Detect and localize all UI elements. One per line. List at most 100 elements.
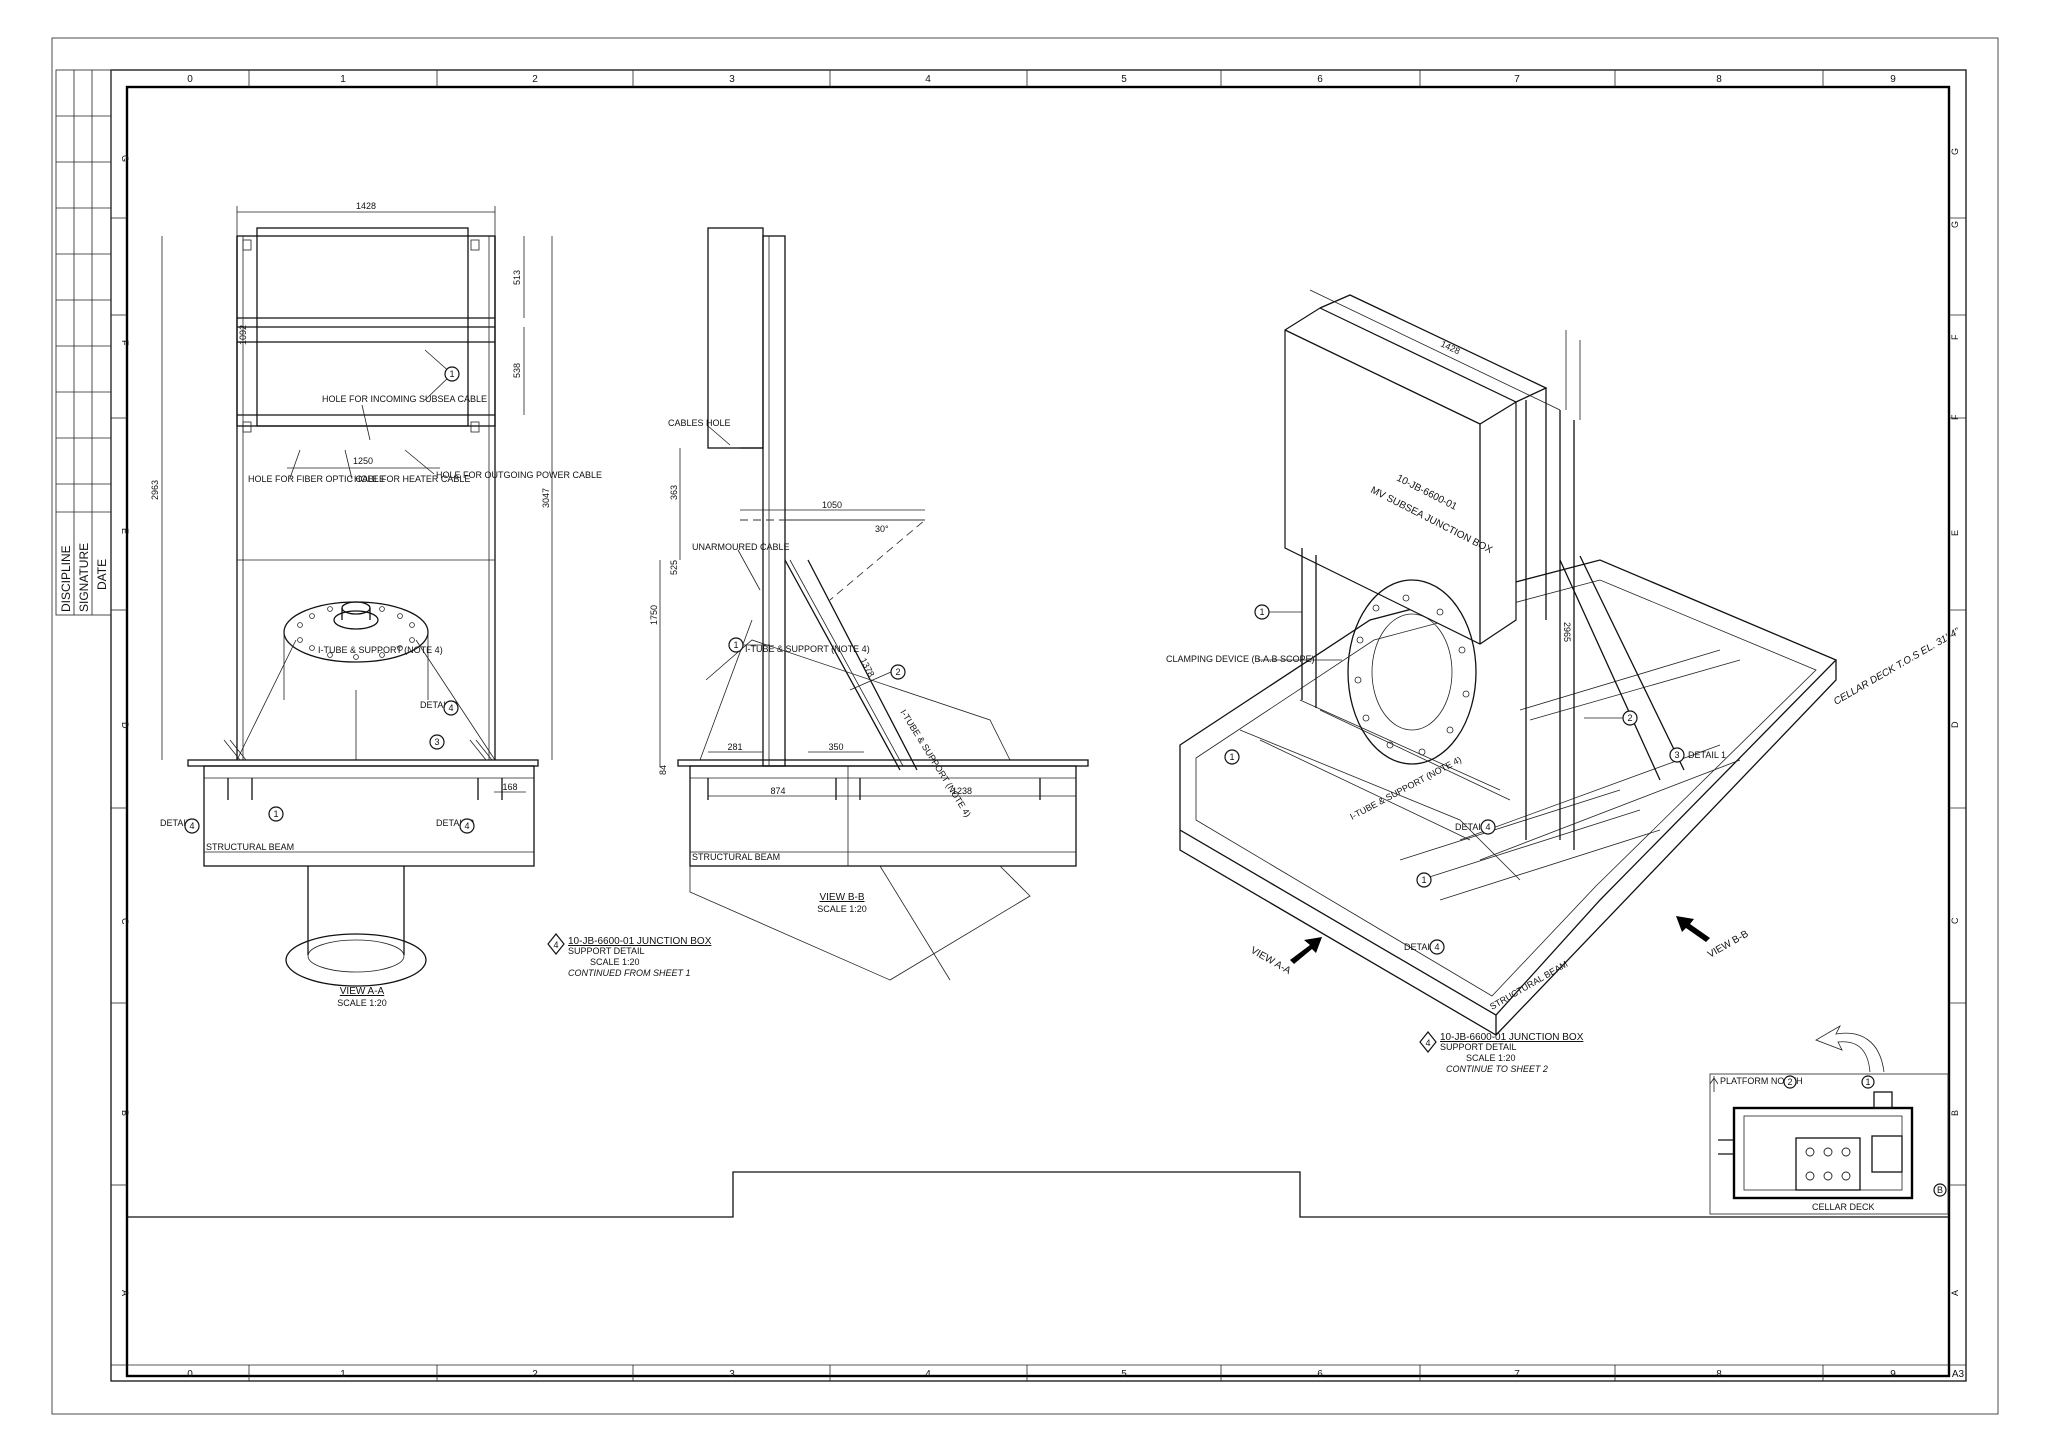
dim-angle: 30° <box>875 524 889 534</box>
grid-row-d: D <box>120 722 130 729</box>
balloon-1: 1 <box>1421 875 1426 885</box>
grid-col-7: 7 <box>1514 1369 1520 1380</box>
note-unarmoured: UNARMOURED CABLE <box>692 542 790 552</box>
dim-middle: 538 <box>512 363 522 378</box>
detail-number: 4 <box>553 940 558 950</box>
note-itube: I-TUBE & SUPPORT (NOTE 4) <box>898 708 973 819</box>
key-plan-north: PLATFORM NORTH <box>1720 1076 1803 1086</box>
grid-col-9: 9 <box>1890 74 1896 85</box>
column-labels-bottom: 0 1 2 3 4 5 6 7 8 9 A3 <box>187 1369 1964 1380</box>
view-b-title: VIEW B-B <box>819 892 864 903</box>
grid-col-6: 6 <box>1317 1369 1323 1380</box>
iso-note-clamping: CLAMPING DEVICE (B.A.B SCOPE) <box>1166 654 1315 664</box>
grid-col-5: 5 <box>1121 74 1127 85</box>
dim-base: 84 <box>658 765 668 775</box>
balloon-1: 1 <box>733 640 738 650</box>
grid-col-9: 9 <box>1890 1369 1896 1380</box>
note-heater: HOLE FOR HEATER CABLE <box>354 474 470 484</box>
balloon-4: 4 <box>464 821 469 831</box>
iso-note-detail2: DETAIL 2 <box>1404 942 1442 952</box>
note-incoming: HOLE FOR INCOMING SUBSEA CABLE <box>322 394 487 404</box>
dim-spacing: 1250 <box>353 456 373 466</box>
balloon-4: 4 <box>1434 942 1439 952</box>
iso-note-cellar: CELLAR DECK T.O.S EL. 31'-4" <box>1832 626 1962 707</box>
detail-subtitle: SUPPORT DETAIL <box>568 946 645 956</box>
column-labels-top: 0 1 2 3 4 5 6 7 8 9 <box>187 74 1896 85</box>
dim-top: 363 <box>669 485 679 500</box>
iso-note-detail1: DETAIL 1 <box>1688 750 1726 760</box>
note-cables-hole: CABLES HOLE <box>668 418 731 428</box>
detail-ref-left: 4 10-JB-6600-01 JUNCTION BOX SUPPORT DET… <box>547 933 712 978</box>
view-arrow-icon <box>1290 937 1322 964</box>
grid-row-e: E <box>1950 530 1960 536</box>
dim-left: 1092 <box>238 325 248 345</box>
grid-col-4: 4 <box>925 74 931 85</box>
sheet-size-label: A3 <box>1952 1369 1965 1380</box>
grid-row-g: G <box>1950 221 1960 228</box>
iso-note-detail2: DETAIL 2 <box>1455 822 1493 832</box>
balloon-4: 4 <box>1485 822 1490 832</box>
grid-row-b: B <box>120 1110 130 1116</box>
view-a-title: VIEW A-A <box>340 986 385 997</box>
balloon-1: 1 <box>1229 752 1234 762</box>
grid-col-2: 2 <box>532 74 538 85</box>
grid-row-a: A <box>120 1290 130 1296</box>
detail-scale: SCALE 1:20 <box>590 957 640 967</box>
iso-note-itube: I-TUBE & SUPPORT (NOTE 4) <box>1348 754 1463 821</box>
grid-col-3: 3 <box>729 1369 735 1380</box>
grid-col-0: 0 <box>187 1369 193 1380</box>
dim-height-total: 2963 <box>150 480 160 500</box>
detail-scale: SCALE 1:20 <box>1466 1053 1516 1063</box>
iso-view-b: VIEW B-B <box>1706 928 1751 960</box>
balloon-2: 2 <box>1627 713 1632 723</box>
north-arrow-icon <box>1709 1076 1719 1092</box>
grid-col-6: 6 <box>1317 74 1323 85</box>
note-fiber: HOLE FOR FIBER OPTIC CABLE <box>248 474 385 484</box>
grid-row-f: F <box>1950 334 1960 340</box>
note-detail: DETAIL 2 <box>420 700 458 710</box>
dim-mid: 525 <box>669 560 679 575</box>
detail-title: 10-JB-6600-01 JUNCTION BOX <box>1440 1032 1584 1043</box>
note-structural-beam: STRUCTURAL BEAM <box>692 852 780 862</box>
note-structural-beam: STRUCTURAL BEAM <box>206 842 294 852</box>
grid-col-7: 7 <box>1514 74 1520 85</box>
grid-row-f: F <box>120 340 130 346</box>
grid-row-c: C <box>120 918 130 925</box>
grid-row-g: G <box>1950 148 1960 155</box>
grid-row-f: F <box>1950 414 1960 420</box>
balloon-1: 1 <box>273 809 278 819</box>
detail-subtitle: SUPPORT DETAIL <box>1440 1042 1517 1052</box>
note-itube: I-TUBE & SUPPORT (NOTE 4) <box>318 645 443 655</box>
key-balloon-1: 1 <box>1865 1077 1870 1087</box>
grid-col-1: 1 <box>340 74 346 85</box>
grid-col-5: 5 <box>1121 1369 1127 1380</box>
balloon-2: 2 <box>895 667 900 677</box>
revision-block: DISCIPLINE SIGNATURE DATE <box>55 69 112 616</box>
row-labels: G F E D C B A G G F F E D C B A <box>120 148 1960 1296</box>
dim-upper: 513 <box>512 270 522 285</box>
detail-note: CONTINUE TO SHEET 2 <box>1446 1064 1548 1074</box>
grid-col-8: 8 <box>1716 74 1722 85</box>
grid-col-0: 0 <box>187 74 193 85</box>
note-detail: DETAIL 2 <box>436 818 474 828</box>
balloon-3: 3 <box>1674 750 1679 760</box>
dim-slope: 1378 <box>858 656 876 678</box>
note-detail: DETAIL 2 <box>160 818 198 828</box>
dim-350: 350 <box>828 742 843 752</box>
grid-row-g: G <box>120 155 130 162</box>
curved-arrow-icon <box>1815 1024 1885 1073</box>
detail-number: 4 <box>1425 1038 1430 1048</box>
sheet-frame <box>51 37 1999 1415</box>
key-marker: B <box>1937 1185 1943 1195</box>
dim-edge: 168 <box>502 782 517 792</box>
view-b-b: 363 525 84 1750 1050 30° 1378 281 350 87… <box>649 227 1089 981</box>
detail-ref-right: 4 10-JB-6600-01 JUNCTION BOX SUPPORT DET… <box>1419 1031 1584 1074</box>
grid-row-a: A <box>1950 1290 1960 1296</box>
dim-level: 1750 <box>649 605 659 625</box>
balloon-4: 4 <box>189 821 194 831</box>
dim-width: 1428 <box>356 201 376 211</box>
dim-horiz: 1050 <box>822 500 842 510</box>
grid-row-d: D <box>1950 721 1960 728</box>
